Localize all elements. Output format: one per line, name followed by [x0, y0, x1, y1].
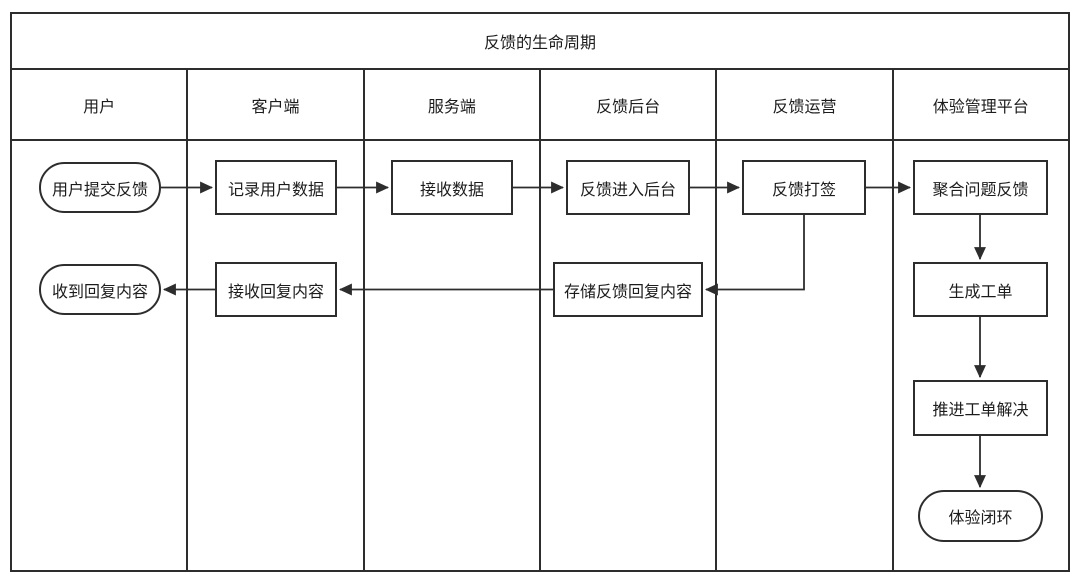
lane-body-feedback-backend [541, 141, 718, 570]
node-got-reply-content: 收到回复内容 [39, 264, 161, 315]
lane-header-feedback-ops: 反馈运营 [717, 70, 894, 139]
lane-body-client [188, 141, 365, 570]
lane-body-server [365, 141, 541, 570]
diagram-title: 反馈的生命周期 [12, 14, 1068, 70]
lane-header-row: 用户 客户端 服务端 反馈后台 反馈运营 体验管理平台 [12, 70, 1068, 141]
lane-header-user: 用户 [12, 70, 189, 139]
node-store-feedback-reply: 存储反馈回复内容 [553, 262, 703, 317]
lane-body-feedback-ops [717, 141, 894, 570]
lane-header-server: 服务端 [365, 70, 541, 139]
node-receive-data: 接收数据 [391, 160, 513, 215]
node-aggregate-issue-feedback: 聚合问题反馈 [913, 160, 1048, 215]
node-feedback-enters-backend: 反馈进入后台 [566, 160, 690, 215]
node-record-user-data: 记录用户数据 [215, 160, 337, 215]
node-experience-closed-loop: 体验闭环 [918, 490, 1043, 542]
node-feedback-tagging: 反馈打签 [742, 160, 866, 215]
lane-header-experience-platform: 体验管理平台 [932, 98, 1029, 116]
node-drive-ticket-resolution: 推进工单解决 [913, 380, 1048, 436]
node-create-ticket: 生成工单 [913, 262, 1048, 317]
lane-body-row [12, 141, 1068, 570]
node-receive-reply-content: 接收回复内容 [215, 262, 337, 317]
swimlane-frame: 反馈的生命周期 用户 客户端 服务端 反馈后台 反馈运营 体验管理平台 [10, 12, 1070, 572]
lane-header-feedback-backend: 反馈后台 [541, 70, 718, 139]
lane-header-client: 客户端 [188, 70, 365, 139]
lane-body-user [12, 141, 189, 570]
node-user-submit-feedback: 用户提交反馈 [39, 162, 161, 213]
